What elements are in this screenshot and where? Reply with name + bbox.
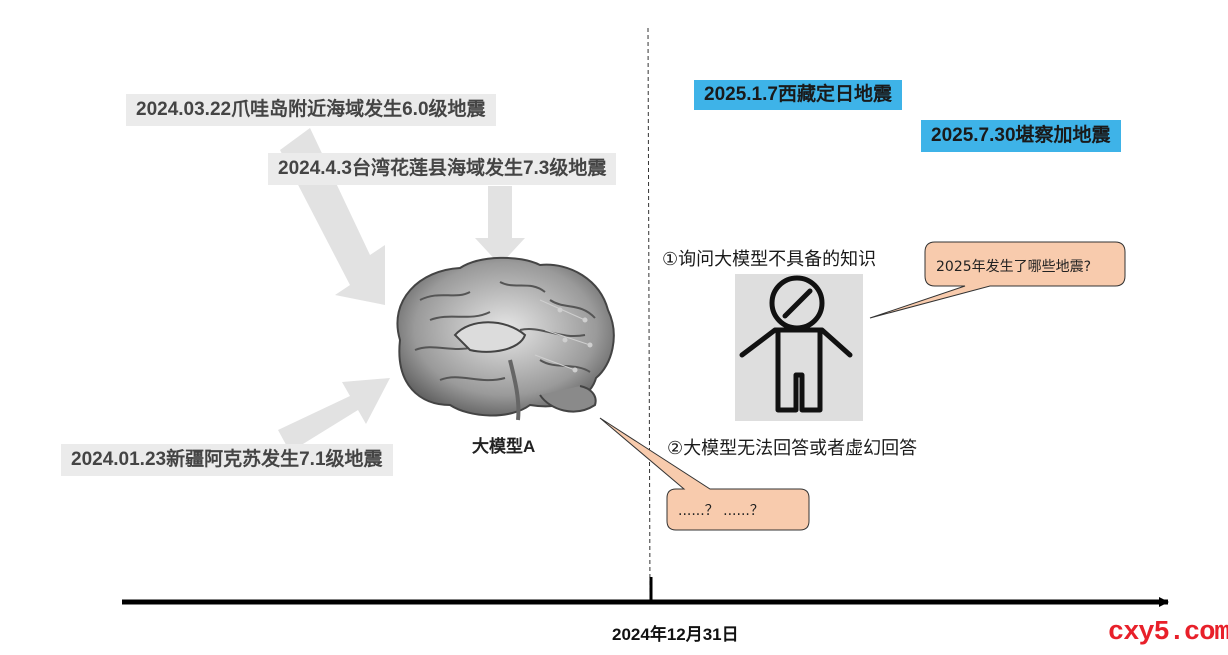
step-1-text: ①询问大模型不具备的知识 — [662, 249, 877, 270]
response-text: ......？ ......？ — [678, 503, 764, 519]
step-2-text: ②大模型无法回答或者虚幻回答 — [667, 438, 918, 459]
cutoff-date-label: 2024年12月31日 — [612, 625, 739, 644]
event-2024-04-03: 2024.4.3台湾花莲县海域发生7.3级地震 — [268, 153, 617, 185]
question-bubble — [869, 241, 1126, 319]
question-text: 2025年发生了哪些地震? — [936, 259, 1092, 275]
event-2024-03-22: 2024.03.22爪哇岛附近海域发生6.0级地震 — [126, 94, 496, 126]
event-2025-01-07: 2025.1.7西藏定日地震 — [694, 80, 902, 110]
response-bubble — [599, 417, 810, 531]
event-2025-07-30: 2025.7.30堪察加地震 — [921, 120, 1121, 152]
person-icon — [735, 274, 863, 421]
model-label: 大模型A — [472, 437, 536, 456]
arrow-from-2024-04-03 — [475, 186, 525, 265]
event-2024-01-23: 2024.01.23新疆阿克苏发生7.1级地震 — [61, 444, 393, 476]
watermark-logo: cxy5.com — [1108, 618, 1228, 648]
arrow-from-2024-01-23 — [278, 378, 390, 452]
brain-icon — [396, 256, 615, 421]
cutoff-dashed-line — [647, 27, 651, 599]
